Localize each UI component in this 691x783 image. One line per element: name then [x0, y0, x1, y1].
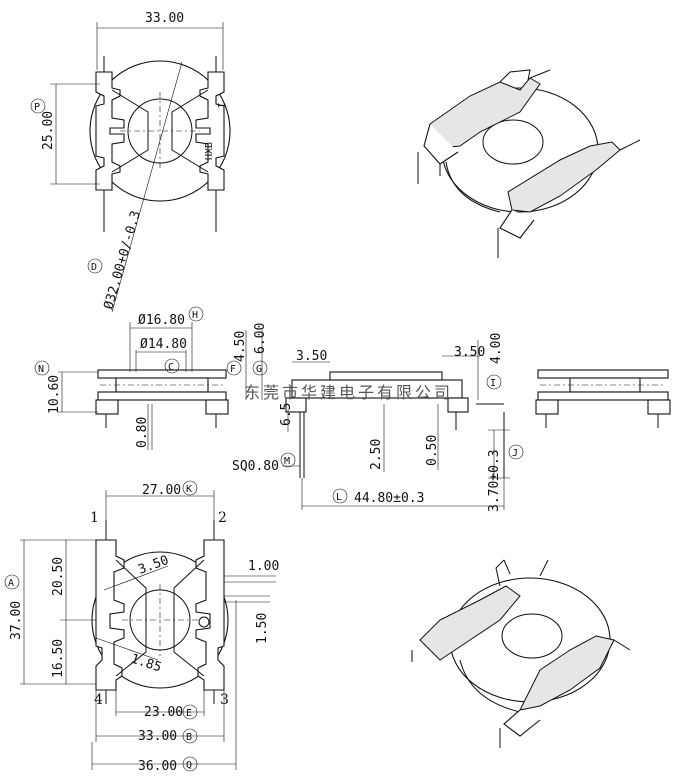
- pin-2-label: 2: [218, 510, 227, 526]
- dim-1-00: 1.00: [248, 559, 279, 574]
- top-view-left-terminals: [95, 71, 125, 191]
- front-view: 3.50 3.50 4.00 I 6.5 2.50 0.50 SQ0.80 M …: [232, 333, 524, 512]
- dim-23-00: 23.00: [144, 705, 183, 720]
- dim-16-50: 16.50: [51, 639, 66, 678]
- label-b: B: [186, 732, 192, 743]
- dim-10-60: 10.60: [47, 375, 62, 414]
- watermark: 东莞市华建电子有限公司: [244, 383, 453, 402]
- label-n: N: [38, 364, 44, 375]
- label-d: D: [91, 262, 97, 273]
- dim-3-50-right: 3.50: [454, 345, 485, 360]
- dim-36-00: 36.00: [138, 759, 177, 774]
- dim-3-50-left: 3.50: [296, 349, 327, 364]
- dim-dia-32: Ø32.00+0/-0.3: [101, 209, 143, 311]
- dim-25: 25.00: [41, 111, 56, 150]
- label-q: Q: [186, 760, 192, 771]
- dim-4-50: 4.50: [233, 331, 248, 362]
- dim-0-50: 0.50: [425, 435, 440, 466]
- dim-sq-0-80: SQ0.80: [232, 459, 279, 474]
- dim-20-50: 20.50: [51, 557, 66, 596]
- label-a: A: [8, 578, 14, 589]
- label-i: I: [490, 378, 496, 389]
- dim-0-80: 0.80: [135, 417, 150, 448]
- dim-44-80: 44.80±0.3: [354, 491, 424, 506]
- side-view: Ø16.80 H Ø14.80 C 10.60 N 0.80 4.50 6.00…: [34, 306, 268, 450]
- dim-37-00: 37.00: [9, 601, 24, 640]
- dim-33-00-bottom: 33.00: [138, 729, 177, 744]
- dim-1-50: 1.50: [255, 613, 270, 644]
- label-h: H: [192, 310, 198, 321]
- pin-1-label: 1: [90, 510, 99, 526]
- label-m: M: [284, 456, 290, 467]
- label-e: E: [186, 708, 192, 719]
- hxb-marking: HXB: [204, 142, 215, 160]
- dim-27-00: 27.00: [142, 483, 181, 498]
- label-l: L: [336, 492, 342, 503]
- dim-4-00: 4.00: [489, 333, 504, 364]
- label-g: G: [256, 364, 262, 375]
- dim-dia-16-80: Ø16.80: [138, 313, 185, 328]
- label-p: P: [34, 102, 40, 113]
- right-side-view: [535, 369, 671, 428]
- label-f: F: [230, 364, 236, 375]
- top-view: 1 HXB 33.00 25.00 P Ø32.00+0/-0.3 D: [30, 11, 231, 313]
- label-k: K: [186, 484, 192, 495]
- bottom-view: 1 2 3 4 27.00 K 20.50 16.50 37.00 A 3.50…: [4, 480, 279, 774]
- dim-6-5: 6.5: [279, 403, 294, 426]
- pin-3-label: 3: [220, 692, 229, 708]
- dim-dia-14-80: Ø14.80: [140, 337, 187, 352]
- top-view-right-terminals: [195, 71, 225, 191]
- pin-mark: 1: [215, 102, 226, 108]
- dim-2-50: 2.50: [369, 439, 384, 470]
- iso-view-top: [417, 69, 641, 258]
- dim-33-top: 33.00: [145, 11, 184, 26]
- label-c: C: [168, 362, 174, 373]
- dim-3-70: 3.70±0.3: [487, 449, 502, 512]
- dim-6-00: 6.00: [253, 323, 268, 354]
- iso-view-bottom: [411, 559, 631, 748]
- pin-4-label: 4: [94, 692, 103, 708]
- label-j: J: [512, 448, 518, 459]
